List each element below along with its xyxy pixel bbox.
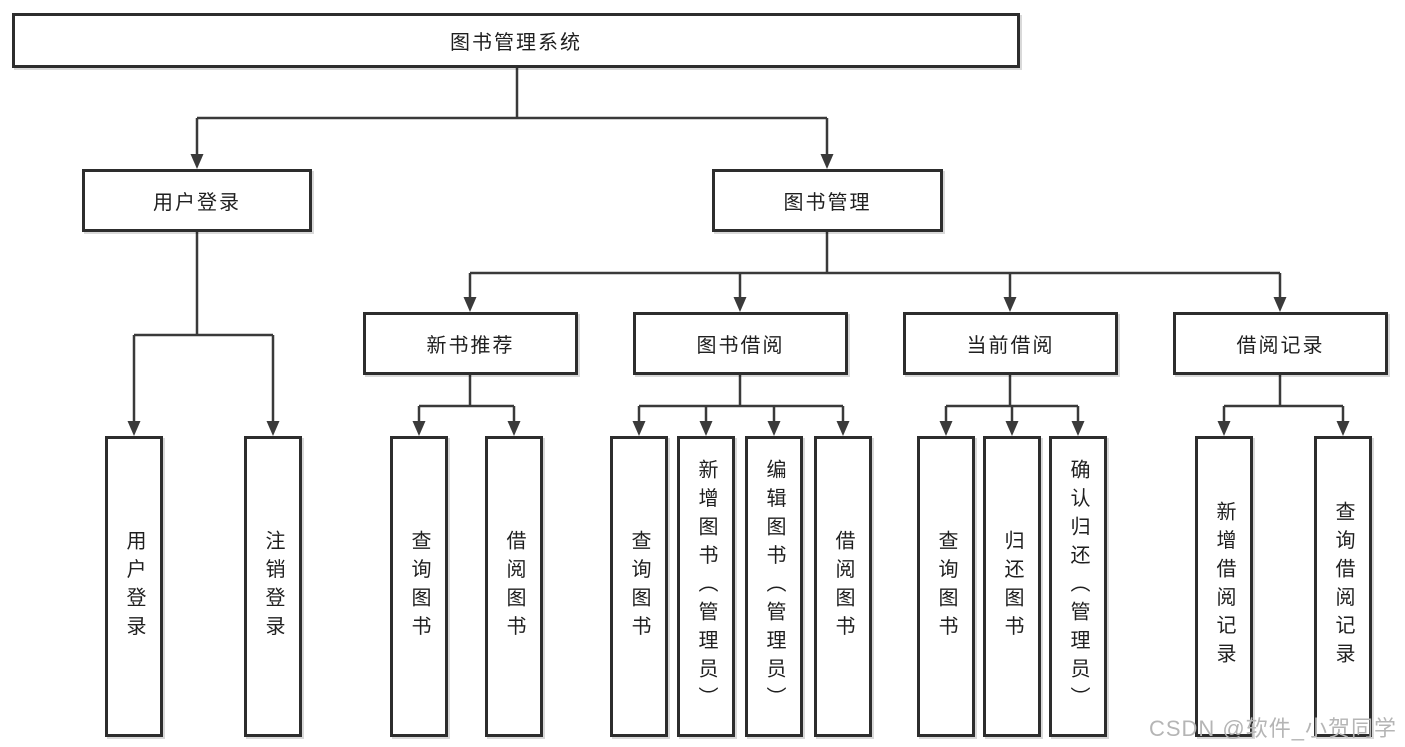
- leaf-current-query-books: 查询图书: [917, 436, 975, 737]
- node-label: 用户登录: [153, 192, 241, 214]
- node-current-borrow: 当前借阅: [903, 312, 1118, 375]
- leaf-label: 查询借阅记录: [1332, 501, 1354, 672]
- leaf-label: 编辑图书（管理员）: [763, 458, 785, 715]
- leaf-label: 新增借阅记录: [1213, 501, 1235, 672]
- node-label: 新书推荐: [426, 335, 515, 357]
- leaf-label: 借阅图书: [503, 529, 525, 644]
- node-user-login: 用户登录: [82, 169, 312, 232]
- csdn-watermark: CSDN @软件_小贺同学: [1148, 716, 1397, 741]
- leaf-label: 注销登录: [262, 529, 284, 644]
- leaf-current-return-books: 归还图书: [983, 436, 1041, 737]
- leaf-label: 查询图书: [408, 529, 430, 644]
- node-new-book-recommend: 新书推荐: [363, 312, 578, 375]
- leaf-label: 确认归还（管理员）: [1067, 458, 1089, 715]
- leaf-label: 归还图书: [1001, 529, 1023, 644]
- node-label: 借阅记录: [1236, 335, 1325, 357]
- leaf-records-query-borrow-record: 查询借阅记录: [1314, 436, 1372, 737]
- node-label: 图书管理系统: [450, 32, 582, 54]
- node-label: 图书借阅: [696, 335, 785, 357]
- leaf-label: 查询图书: [935, 529, 957, 644]
- leaf-borrow-query-books: 查询图书: [610, 436, 668, 737]
- leaf-current-confirm-return-admin: 确认归还（管理员）: [1049, 436, 1107, 737]
- leaf-recommend-query-books: 查询图书: [390, 436, 448, 737]
- leaf-user-login: 用户登录: [105, 436, 163, 737]
- node-book-borrow: 图书借阅: [633, 312, 848, 375]
- leaf-recommend-borrow-books: 借阅图书: [485, 436, 543, 737]
- leaf-label: 借阅图书: [832, 529, 854, 644]
- node-borrow-records: 借阅记录: [1173, 312, 1388, 375]
- leaf-logout: 注销登录: [244, 436, 302, 737]
- node-book-management: 图书管理: [712, 169, 943, 232]
- leaf-borrow-borrow-books: 借阅图书: [814, 436, 872, 737]
- node-library-management-system: 图书管理系统: [12, 13, 1020, 68]
- leaf-borrow-add-books-admin: 新增图书（管理员）: [677, 436, 735, 737]
- node-label: 当前借阅: [966, 335, 1055, 357]
- leaf-label: 用户登录: [123, 529, 145, 644]
- leaf-records-add-borrow-record: 新增借阅记录: [1195, 436, 1253, 737]
- node-label: 图书管理: [783, 192, 872, 214]
- leaf-label: 新增图书（管理员）: [695, 458, 717, 715]
- leaf-label: 查询图书: [628, 529, 650, 644]
- leaf-borrow-edit-books-admin: 编辑图书（管理员）: [745, 436, 803, 737]
